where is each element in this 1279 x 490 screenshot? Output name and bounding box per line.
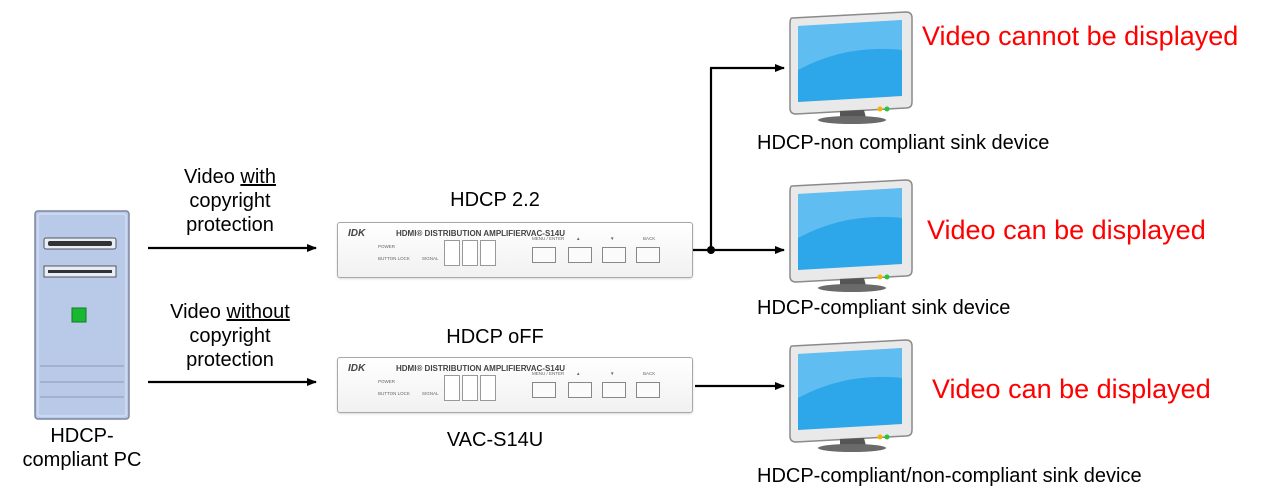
indicator-button-lock: BUTTON LOCK — [378, 256, 410, 261]
pc-label-line1: HDCP- — [50, 425, 114, 447]
amp2-mode-label: HDCP oFF — [446, 326, 544, 348]
input-label-line3: protection — [186, 214, 274, 236]
input-label-unprotected: Video without copyright protection — [150, 300, 310, 372]
sink-device-label-3: HDCP-compliant/non-compliant sink device — [757, 465, 1142, 487]
indicator-power: POWER — [378, 244, 396, 249]
input-label-keyword: without — [226, 301, 290, 323]
monitor-icon — [789, 339, 913, 452]
amplifier-device-2: IDK HDMI® DISTRIBUTION AMPLIFIER VAC-S14… — [337, 357, 693, 413]
seven-seg-digit — [462, 240, 478, 266]
up-key — [568, 382, 592, 398]
menu-enter-key — [532, 247, 556, 263]
key-label-back: BACK — [643, 236, 656, 241]
key-label-up: ▲ — [576, 371, 581, 376]
amp-title: HDMI® DISTRIBUTION AMPLIFIER — [396, 364, 527, 373]
model-caption: VAC-S14U — [446, 429, 544, 451]
sink-device-label-1: HDCP-non compliant sink device — [757, 132, 1050, 154]
sink-device-label-2: HDCP-compliant sink device — [757, 297, 1011, 319]
amplifier-device-1: IDK HDMI® DISTRIBUTION AMPLIFIER VAC-S14… — [337, 222, 693, 278]
down-key — [602, 382, 626, 398]
seven-seg-digit — [480, 375, 496, 401]
amp-title: HDMI® DISTRIBUTION AMPLIFIER — [396, 229, 527, 238]
indicator-button-lock: BUTTON LOCK — [378, 391, 410, 396]
monitor-icon — [789, 179, 913, 292]
back-key — [636, 382, 660, 398]
seven-seg-digit — [444, 375, 460, 401]
input-label-line2: copyright — [189, 325, 271, 347]
pc-tower — [34, 210, 130, 420]
amp-model: VAC-S14U — [526, 229, 565, 238]
key-label-menu: MENU / ENTER — [532, 371, 565, 376]
up-key — [568, 247, 592, 263]
indicator-power: POWER — [378, 379, 396, 384]
result-text-3: Video can be displayed — [932, 374, 1211, 404]
result-text-2: Video can be displayed — [927, 215, 1206, 245]
result-text-1: Video cannot be displayed — [922, 21, 1239, 51]
input-label-prefix: Video — [184, 166, 241, 188]
input-label-line2: copyright — [189, 190, 271, 212]
amp-brand-logo: IDK — [348, 363, 366, 374]
key-label-menu: MENU / ENTER — [532, 236, 565, 241]
indicator-signal: SIGNAL — [422, 256, 439, 261]
key-label-back: BACK — [643, 371, 656, 376]
back-key — [636, 247, 660, 263]
key-label-up: ▲ — [576, 236, 581, 241]
input-label-keyword: with — [240, 166, 276, 188]
seven-seg-digit — [480, 240, 496, 266]
seven-seg-digit — [444, 240, 460, 266]
down-key — [602, 247, 626, 263]
indicator-signal: SIGNAL — [422, 391, 439, 396]
pc-label-line2: compliant PC — [22, 449, 142, 471]
amp-brand-logo: IDK — [348, 228, 366, 239]
input-label-line3: protection — [186, 349, 274, 371]
key-label-down: ▼ — [610, 371, 615, 376]
amp-model: VAC-S14U — [526, 364, 565, 373]
seven-seg-digit — [462, 375, 478, 401]
monitor-icon — [789, 11, 913, 124]
input-label-prefix: Video — [170, 301, 227, 323]
key-label-down: ▼ — [610, 236, 615, 241]
menu-enter-key — [532, 382, 556, 398]
input-label-protected: Video with copyright protection — [150, 165, 310, 237]
amp1-mode-label: HDCP 2.2 — [450, 189, 540, 211]
